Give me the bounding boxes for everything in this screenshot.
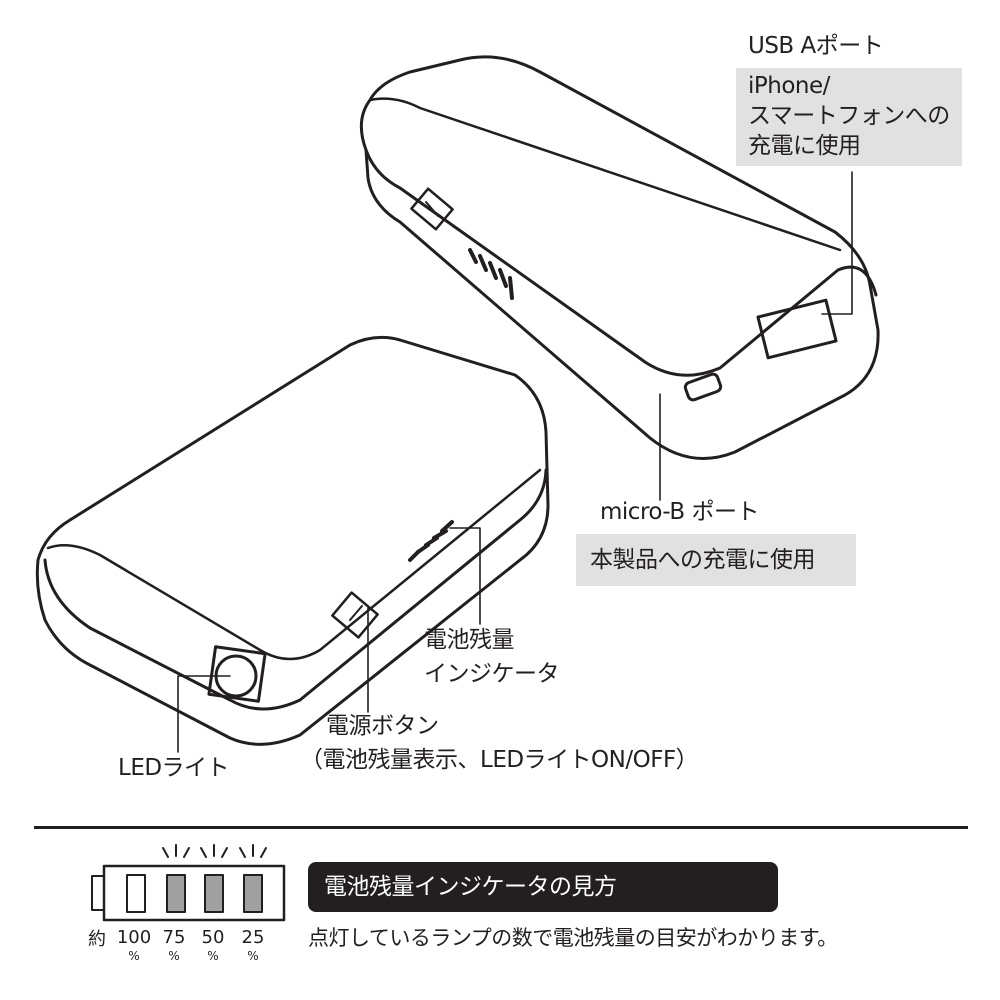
- leader-usb-a: [821, 171, 853, 315]
- usb-a-desc-line-1: iPhone/: [748, 73, 830, 99]
- usb-a-port-label: USB Aポート: [748, 33, 884, 59]
- lamp-100: [126, 874, 146, 913]
- indicator-label-line-1: 電池残量: [424, 627, 515, 653]
- legend-battery-icon: [91, 844, 286, 922]
- level-25: 25: [241, 927, 265, 948]
- leader-indicator: [449, 527, 481, 625]
- power-button-label: 電源ボタン: [326, 713, 439, 739]
- power-button-desc: （電池残量表示、LEDライトON/OFF）: [300, 747, 699, 773]
- led-light-label: LEDライト: [118, 755, 230, 781]
- level-75: 75: [162, 927, 186, 948]
- leader-led: [177, 675, 231, 753]
- micro-b-port: [683, 372, 723, 402]
- percent-sign-25: %: [247, 949, 259, 963]
- indicator-label-line-2: インジケータ: [424, 661, 560, 687]
- glow-ticks: [162, 844, 267, 858]
- micro-b-description-box: 本製品への充電に使用: [576, 534, 856, 586]
- legend-heading: 電池残量インジケータの見方: [324, 874, 617, 900]
- usb-a-desc-line-2: スマートフォンへの: [748, 103, 950, 129]
- lamp-75: [166, 874, 186, 913]
- led-lens: [207, 645, 267, 703]
- approx-label: 約: [88, 929, 106, 950]
- usb-a-description-box: iPhone/ スマートフォンへの 充電に使用: [736, 68, 962, 166]
- section-divider: [34, 826, 968, 829]
- lamp-50: [204, 874, 224, 913]
- indicator-lamps-rear: [468, 248, 514, 300]
- percent-sign-100: %: [128, 949, 140, 963]
- usb-a-desc-line-3: 充電に使用: [748, 133, 861, 159]
- micro-b-desc: 本製品への充電に使用: [590, 547, 816, 573]
- power-button-rear: [410, 187, 454, 231]
- micro-b-port-label: micro-B ポート: [600, 499, 759, 525]
- legend-description: 点灯しているランプの数で電池残量の目安がわかります。: [308, 926, 838, 950]
- usb-a-port: [756, 298, 838, 360]
- level-100: 100: [116, 927, 152, 948]
- upper-powerbank: [359, 55, 880, 460]
- leader-lines: [177, 171, 853, 753]
- legend-heading-badge: 電池残量インジケータの見方: [308, 862, 778, 912]
- level-50: 50: [201, 927, 225, 948]
- lamp-25: [243, 874, 263, 913]
- percent-sign-50: %: [207, 949, 219, 963]
- percent-sign-75: %: [168, 949, 180, 963]
- indicator-lamps-front: [408, 520, 454, 562]
